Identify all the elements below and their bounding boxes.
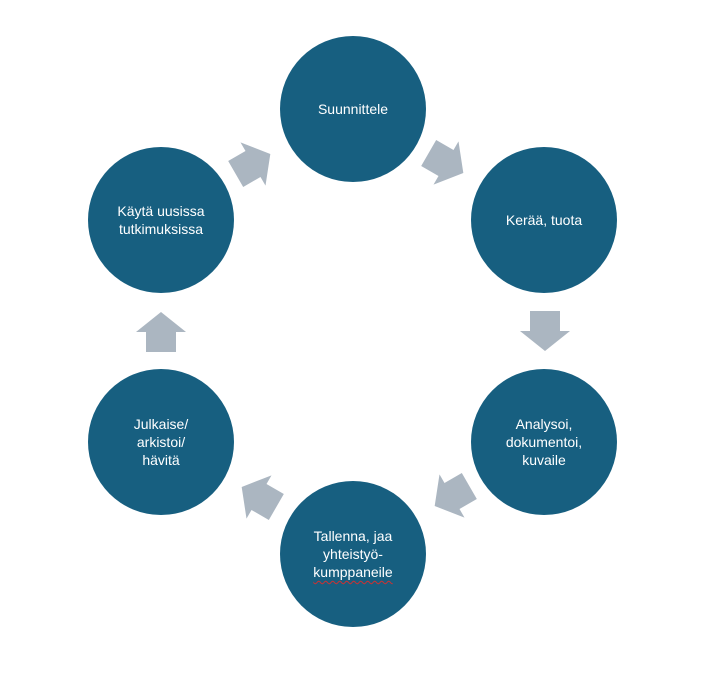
node-label: dokumentoi, (505, 434, 583, 450)
node-label: Analysoi, (515, 416, 573, 432)
arrow-icon-reuse-to-plan (228, 142, 271, 187)
node-label: kuvaile (522, 452, 566, 468)
arrow-icon-analyse-to-store (434, 473, 477, 518)
node-label: hävitä (142, 452, 180, 468)
arrow-icon-publish-to-reuse (136, 312, 186, 352)
node-publish: Julkaise/ arkistoi/ hävitä (88, 369, 234, 515)
node-label: yhteistyö- (323, 546, 383, 562)
node-label: Kerää, tuota (505, 212, 583, 228)
node-label: Julkaise/ (133, 416, 189, 432)
node-analyse: Analysoi, dokumentoi, kuvaile (471, 369, 617, 515)
node-plan: Suunnittele (280, 36, 426, 182)
arrow-icon-store-to-publish (241, 475, 284, 520)
node-collect: Kerää, tuota (471, 147, 617, 293)
node-label: tutkimuksissa (118, 221, 203, 237)
node-label: arkistoi/ (136, 434, 186, 450)
node-label: Suunnittele (317, 101, 389, 117)
node-store-share: Tallenna, jaa yhteistyö- kumppaneile (280, 481, 426, 627)
node-label: Tallenna, jaa (313, 528, 393, 544)
node-label: Käytä uusissa (117, 203, 205, 219)
node-label-misspelled: kumppaneile (313, 564, 393, 580)
arrow-icon-collect-to-analyse (520, 311, 570, 351)
arrow-icon-plan-to-collect (421, 140, 464, 185)
node-reuse: Käytä uusissa tutkimuksissa (88, 147, 234, 293)
